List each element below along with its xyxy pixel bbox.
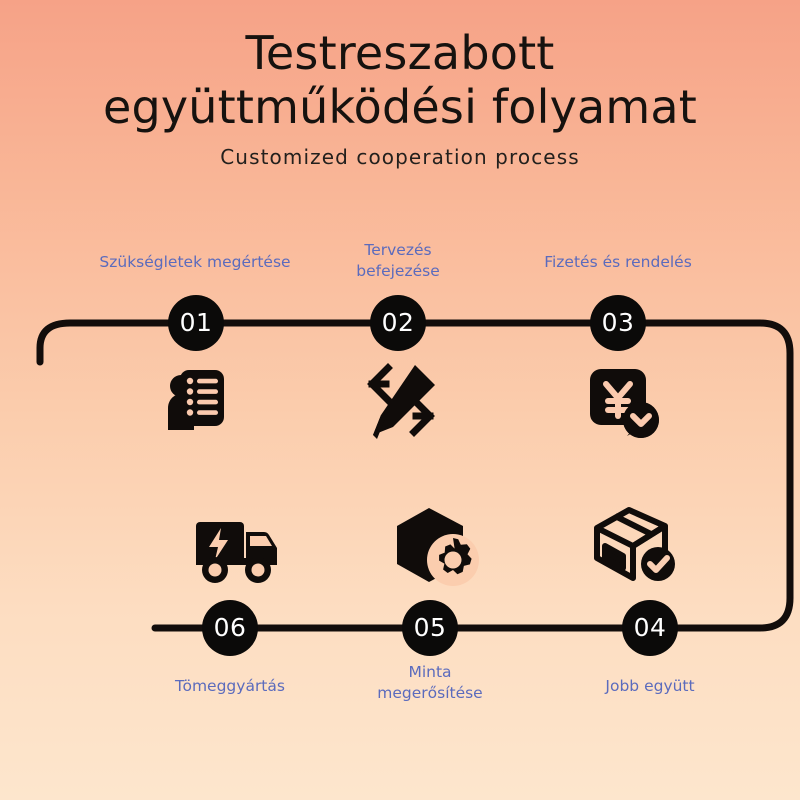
step-label-03: Fizetés és rendelés — [503, 252, 733, 273]
step-label-02-line-1: Tervezés — [364, 241, 432, 259]
package-check-icon — [585, 494, 681, 590]
delivery-truck-icon — [188, 500, 284, 596]
step-label-01: Szükségletek megértése — [80, 252, 310, 273]
pencil-design-icon — [352, 352, 448, 448]
step-number-02: 02 — [381, 307, 415, 337]
step-label-05-line-1: Minta — [408, 663, 452, 681]
step-label-05-line-2: megerősítése — [377, 684, 483, 702]
step-number-06: 06 — [213, 612, 247, 642]
step-number-05: 05 — [413, 612, 447, 642]
step-number-04: 04 — [633, 612, 667, 642]
step-node-04[interactable]: 04 — [622, 600, 678, 656]
step-node-05[interactable]: 05 — [402, 600, 458, 656]
step-label-06: Tömeggyártás — [115, 676, 345, 697]
step-label-01-line-1: Szükségletek megértése — [99, 253, 291, 271]
yen-payment-icon — [575, 352, 671, 448]
title-line-2: együttműködési folyamat — [102, 80, 698, 134]
cube-gear-icon — [385, 498, 481, 594]
page-header: Testreszabott együttműködési folyamat Cu… — [0, 26, 800, 169]
step-node-03[interactable]: 03 — [590, 295, 646, 351]
step-number-01: 01 — [179, 307, 213, 337]
person-checklist-icon — [146, 352, 242, 448]
step-label-05: Minta megerősítése — [315, 662, 545, 704]
step-node-06[interactable]: 06 — [202, 600, 258, 656]
step-node-01[interactable]: 01 — [168, 295, 224, 351]
step-number-03: 03 — [601, 307, 635, 337]
step-label-04-line-1: Jobb együtt — [605, 677, 695, 695]
step-label-04: Jobb együtt — [535, 676, 765, 697]
step-label-06-line-1: Tömeggyártás — [175, 677, 285, 695]
step-label-02: Tervezés befejezése — [283, 240, 513, 282]
step-node-02[interactable]: 02 — [370, 295, 426, 351]
title-line-1: Testreszabott — [245, 26, 555, 80]
subtitle: Customized cooperation process — [220, 145, 580, 169]
step-label-03-line-1: Fizetés és rendelés — [544, 253, 692, 271]
step-label-02-line-2: befejezése — [356, 262, 440, 280]
